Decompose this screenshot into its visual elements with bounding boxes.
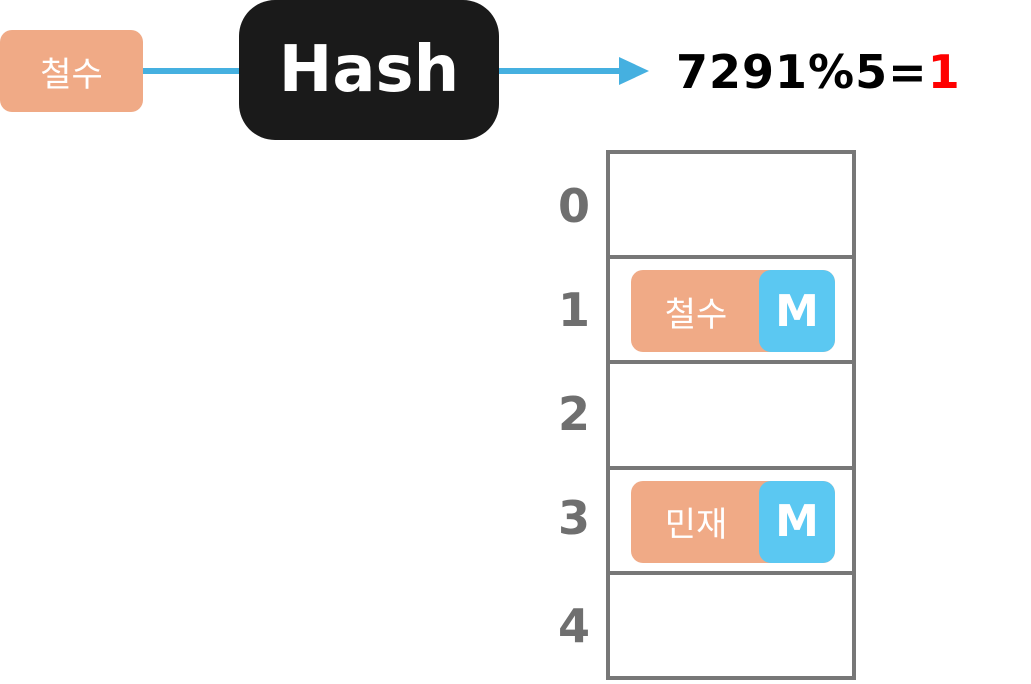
modulus-value: 5 [855, 45, 889, 99]
bucket-index-label: 0 [557, 179, 590, 233]
entry-value: M [759, 270, 835, 353]
hash-table: 철수 M 민재 M [606, 150, 856, 680]
modulo-operator: % [808, 45, 856, 99]
hash-function-box: Hash [239, 0, 499, 140]
bucket-entry: 민재 M [631, 480, 835, 563]
hash-value: 7291 [676, 45, 809, 99]
bucket-entry: 철수 M [631, 270, 835, 353]
bucket-index-result: 1 [927, 45, 961, 99]
input-key-chip: 철수 [0, 30, 143, 112]
equals-sign: = [888, 45, 928, 99]
bucket-0 [610, 154, 852, 260]
bucket-index-label: 3 [557, 491, 590, 545]
bucket-1: 철수 M [610, 259, 852, 365]
bucket-index-label: 4 [557, 599, 590, 653]
bucket-index-label: 1 [557, 283, 590, 337]
bucket-3: 민재 M [610, 470, 852, 575]
bucket-4 [610, 575, 852, 676]
arrow-right-icon [499, 57, 649, 85]
entry-value: M [759, 480, 835, 563]
bucket-index-label: 2 [557, 387, 590, 441]
key-to-hash-connector [143, 68, 239, 74]
entry-key: 민재 [664, 505, 728, 546]
bucket-2 [610, 364, 852, 470]
hash-equation: 7291 % 5 = 1 [676, 40, 961, 104]
entry-key: 철수 [664, 294, 728, 335]
